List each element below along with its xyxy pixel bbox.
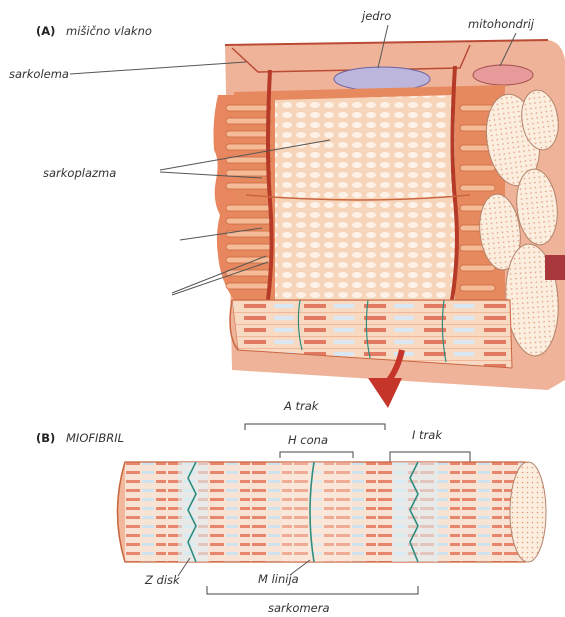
panel-b-letter: (B): [36, 431, 55, 445]
label-i-band: I trak: [412, 428, 443, 442]
myofibril-end-cap: [510, 462, 546, 562]
label-sarcoplasm: sarkoplazma: [43, 166, 116, 180]
panel-a: (A) mišično vlakno: [9, 9, 565, 408]
label-a-band: A trak: [283, 399, 320, 413]
label-sarcomere: sarkomera: [268, 601, 330, 615]
mitochondrion-shape: [473, 65, 533, 85]
myofibril-illustration: [118, 462, 547, 562]
bracket-a-band: [245, 424, 385, 430]
panel-b-title: MIOFIBRIL: [66, 431, 124, 445]
muscle-fiber-illustration: [214, 40, 565, 390]
label-h-zone: H cona: [288, 433, 328, 447]
panel-b: (B) MIOFIBRIL A trak H cona I trak Z: [36, 399, 546, 615]
panel-a-letter: (A): [36, 24, 55, 38]
label-nucleus: jedro: [360, 9, 391, 23]
label-mitochondria: mitohondrij: [468, 17, 535, 31]
leader-sarcolemma: [70, 62, 246, 74]
label-sarcolemma: sarkolema: [9, 67, 69, 81]
bracket-i-band: [390, 452, 470, 462]
label-z-disc: Z disk: [144, 573, 181, 587]
bracket-h-zone: [280, 452, 353, 458]
label-m-line: M linija: [258, 572, 299, 586]
bracket-sarcomere: [207, 586, 418, 594]
panel-a-title: mišično vlakno: [66, 24, 152, 38]
